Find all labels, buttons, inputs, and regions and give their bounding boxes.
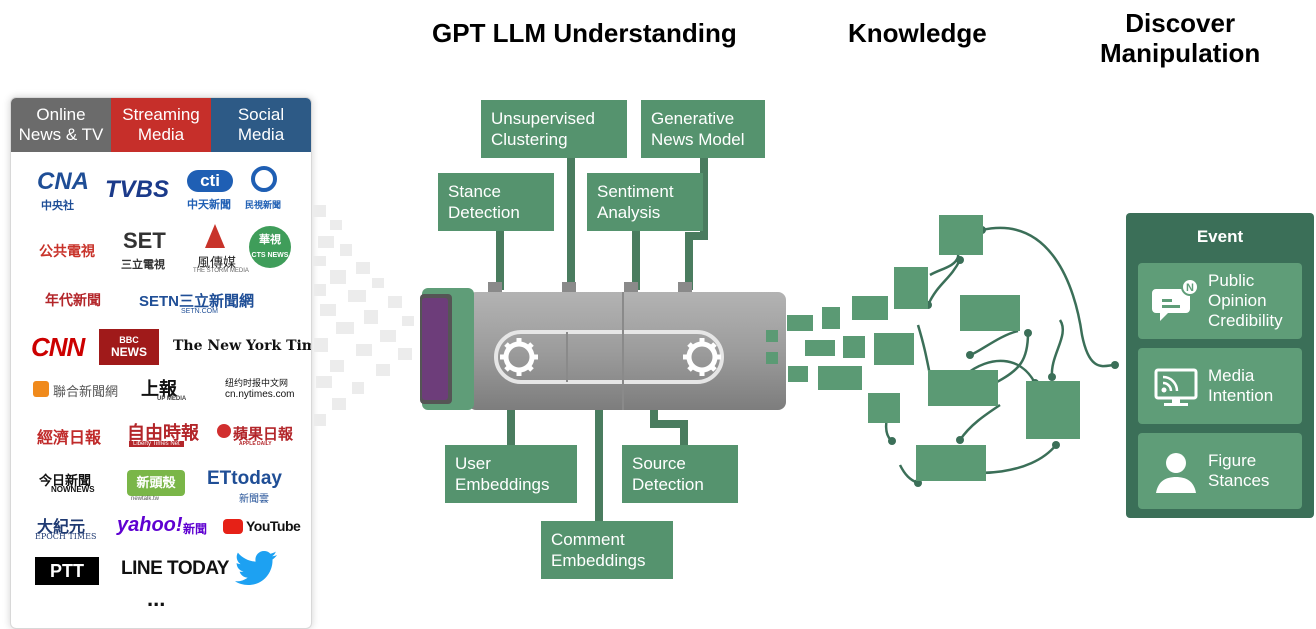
set-logo: SET (123, 228, 166, 253)
ettoday-logo: ETtoday (207, 468, 282, 489)
event-item-label: Figure Stances (1208, 451, 1270, 490)
cts-logo-subtitle: CTS NEWS (251, 252, 289, 259)
pipe-source-bend (650, 420, 688, 428)
cti-logo-subtitle: 中天新聞 (187, 199, 231, 211)
pts-logo: 公共電視 (39, 243, 95, 259)
cti-logo: cti (187, 170, 233, 192)
bbc-logo-text: BBC (119, 335, 139, 345)
ftv-logo-eye-icon (251, 166, 277, 192)
source-detection-module: Source Detection (622, 445, 738, 503)
event-title: Event (1196, 227, 1244, 246)
liberty-times-logo: 自由時報 (127, 423, 199, 444)
pipe-generative-bend (685, 232, 708, 240)
generative-news-model-module: Generative News Model (641, 100, 765, 158)
storm-media-logo: 風傳媒 (197, 255, 237, 270)
udn-logo: 聯合新聞網 (53, 384, 119, 399)
more-sources-ellipsis: ... (147, 586, 166, 611)
udn-logo-icon (33, 381, 49, 397)
pipe-generative-down (685, 232, 693, 290)
unsupervised-clustering-module: Unsupervised Clustering (481, 100, 627, 158)
left-gear-icon (500, 338, 538, 376)
liberty-times-logo-subtitle: Liberty Times Net (129, 441, 184, 447)
event-item-public-opinion: N Public Opinion Credibility (1138, 263, 1302, 339)
set-logo-subtitle: 三立電視 (121, 259, 165, 271)
youtube-play-icon (223, 519, 243, 534)
nownews-logo-subtitle: NOWNEWS (51, 485, 95, 494)
event-panel: Event N Public Opinion Credibility Media… (1126, 213, 1314, 518)
heading-discover-manipulation: Discover Manipulation (1100, 8, 1261, 68)
epoch-times-logo-subtitle: EPOCH TIMES (35, 532, 97, 541)
setn-logo: SETN三立新聞網 (139, 293, 255, 310)
event-item-label: Public Opinion Credibility (1208, 271, 1283, 330)
line-today-logo: LINE TODAY (121, 558, 229, 579)
apple-daily-logo: 蘋果日報 (233, 426, 294, 443)
cna-logo-subtitle: 中央社 (41, 200, 74, 212)
storm-media-logo-subtitle: THE STORM MEDIA (193, 268, 249, 274)
up-media-logo: 上報 (141, 379, 177, 399)
broadcast-screen-icon (1154, 368, 1198, 406)
heading-gpt-llm-understanding: GPT LLM Understanding (432, 18, 737, 48)
apple-daily-logo-icon (217, 424, 231, 438)
llm-processing-machine (420, 282, 786, 410)
ptt-logo: PTT (35, 557, 99, 585)
apple-daily-logo-subtitle: APPLE DAILY (239, 441, 272, 447)
ftv-logo-subtitle: 民視新聞 (245, 200, 282, 210)
event-item-figure-stances: Figure Stances (1138, 433, 1302, 509)
user-embeddings-module: User Embeddings (445, 445, 577, 503)
economic-daily-logo: 經濟日報 (37, 428, 102, 447)
bbc-logo-subtitle: NEWS (111, 345, 147, 359)
tab-social-media: Social Media (211, 98, 311, 152)
cts-logo: 華視 CTS NEWS (249, 226, 291, 268)
cts-logo-text: 華視 (259, 234, 281, 246)
person-icon (1156, 453, 1196, 493)
event-item-label: Media Intention (1208, 366, 1274, 405)
media-sources-panel: Online News & TV Streaming Media Social … (10, 97, 312, 629)
tab-online-news-tv: Online News & TV (11, 98, 111, 152)
stance-detection-module: Stance Detection (438, 173, 554, 231)
event-item-media-intention: Media Intention (1138, 348, 1302, 424)
right-gear-icon (683, 338, 721, 376)
newtalk-logo-subtitle: newtalk.tw (131, 496, 160, 502)
tvbs-logo: TVBS (105, 176, 170, 203)
pipe-generative (700, 158, 708, 238)
cna-logo: CNA (37, 168, 89, 195)
nyt-chinese-logo: 纽约时报中文网 (225, 378, 289, 388)
svg-text:N: N (1186, 282, 1194, 294)
yahoo-news-logo-subtitle: 新聞 (183, 522, 208, 536)
pipe-user (507, 405, 515, 447)
sentiment-analysis-module: Sentiment Analysis (587, 173, 703, 231)
speech-bubble-icon: N (1152, 278, 1199, 321)
pipe-comment (595, 405, 603, 523)
twitter-bird-icon (235, 551, 277, 585)
pipe-unsupervised (567, 158, 575, 290)
heading-knowledge: Knowledge (848, 18, 987, 48)
tab-streaming-media: Streaming Media (111, 98, 211, 152)
pipe-sentiment (632, 230, 640, 290)
era-news-logo: 年代新聞 (45, 292, 101, 308)
pipe-source (650, 405, 658, 427)
comment-embeddings-module: Comment Embeddings (541, 521, 673, 579)
bbc-news-logo: BBC NEWS (99, 329, 159, 365)
cnn-logo: CNN (31, 332, 85, 362)
yahoo-news-logo: yahoo! (117, 514, 183, 536)
storm-media-logo-mark (205, 224, 225, 248)
youtube-logo: YouTube (246, 518, 301, 534)
setn-logo-subtitle: SETN.COM (181, 308, 218, 315)
pipe-source-down (680, 420, 688, 445)
nownews-logo: 今日新聞 (39, 473, 92, 488)
nyt-chinese-logo-subtitle: cn.nytimes.com (225, 389, 295, 400)
nyt-logo: The New York Times (173, 338, 311, 354)
epoch-times-logo: 大紀元 (37, 517, 86, 536)
pipe-stance (496, 230, 504, 290)
ettoday-logo-subtitle: 新聞雲 (239, 494, 269, 505)
knowledge-graph (868, 215, 1119, 487)
up-media-logo-subtitle: UP MEDIA (157, 396, 187, 402)
newtalk-logo: 新頭殼 (127, 470, 185, 496)
